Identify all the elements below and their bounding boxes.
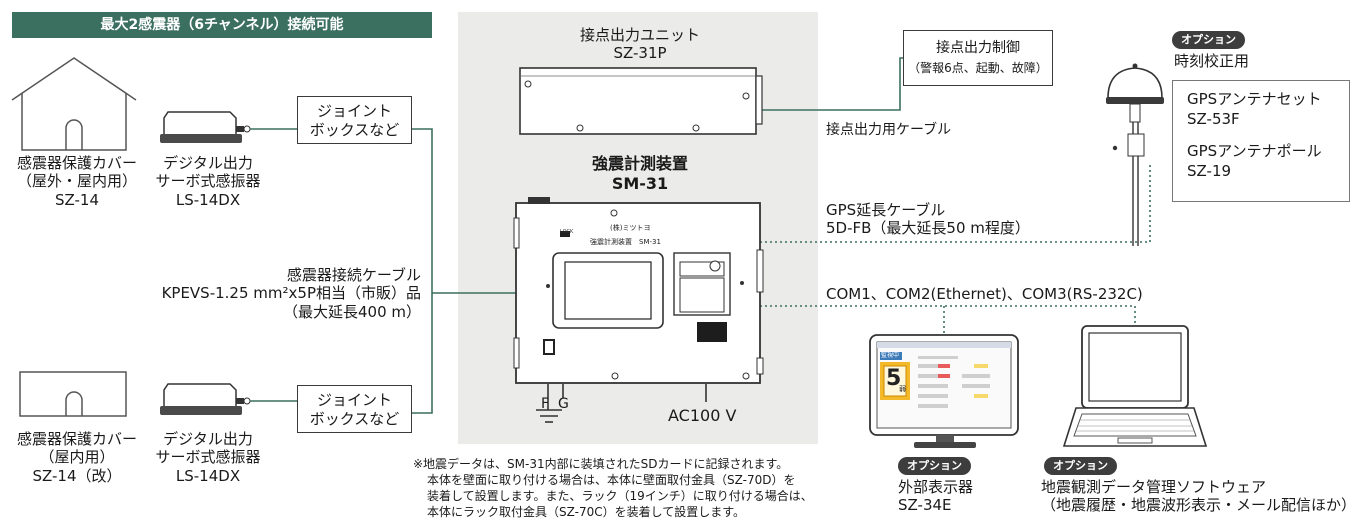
protective-cover-outdoor-label: 感震器保護カバー （屋外・屋内用） SZ-14	[16, 154, 137, 209]
gps-items-box: GPSアンテナセット SZ-53F GPSアンテナポール SZ-19	[1172, 80, 1350, 202]
external-display-icon	[869, 334, 1019, 448]
junction-box-top: ジョイント ボックスなど	[297, 96, 412, 144]
servo-sensor-icon	[160, 383, 251, 415]
software-option-label: 地震観測データ管理ソフトウェア （地震履歴・地震波形表示・メール配信ほか）	[1041, 478, 1357, 515]
ground-f-label: F	[541, 396, 550, 412]
seismograph-main-unit-icon	[513, 197, 764, 384]
sensor-cable-label: 感震器接続ケーブル KPEVS-1.25 mm²x5P相当（市販）品 （最大延長…	[161, 266, 421, 321]
main-unit-brand: (株)ミツトヨ	[610, 224, 651, 232]
sd-card-note: ※地震データは、SM-31内部に装填されたSDカードに記録されます。 本体を壁面…	[413, 457, 813, 519]
display-intensity-suffix: 弱	[899, 385, 906, 393]
contact-output-unit-icon	[519, 67, 763, 135]
servo-sensor-icon	[160, 111, 251, 143]
laptop-icon	[1062, 325, 1208, 447]
gps-option-badge: オプション	[1172, 31, 1245, 49]
power-label: AC100 V	[668, 406, 737, 425]
junction-box-bottom: ジョイント ボックスなど	[297, 385, 412, 433]
gps-cable-label: GPS延長ケーブル 5D-FB（最大延長50 m程度）	[826, 201, 1030, 238]
contact-control-box: 接点出力制御 （警報6点、起動、故障）	[903, 30, 1053, 86]
gps-antenna-icon	[1106, 63, 1164, 246]
gps-purpose-label: 時刻校正用	[1174, 52, 1250, 70]
display-intensity: 5	[886, 366, 902, 391]
sensor-top-label: デジタル出力 サーボ式感振器 LS-14DX	[155, 154, 261, 209]
software-option-badge: オプション	[1044, 457, 1117, 475]
ground-g-label: G	[558, 396, 569, 412]
display-option-badge: オプション	[898, 457, 971, 475]
contact-cable-label: 接点出力用ケーブル	[826, 122, 952, 138]
display-option-label: 外部表示器 SZ-34E	[898, 478, 974, 515]
protective-cover-indoor-label: 感震器保護カバー （屋内用） SZ-14（改）	[16, 430, 137, 485]
channel-banner: 最大2感震器（6チャンネル）接続可能	[12, 12, 432, 38]
main-unit-panel-label: 強震計測装置 SM-31	[590, 238, 661, 246]
com-ports-label: COM1、COM2(Ethernet)、COM3(RS-232C)	[826, 285, 1143, 303]
protective-cover-indoor-icon	[19, 371, 127, 417]
contact-output-unit-label: 接点出力ユニット SZ-31P	[579, 26, 700, 63]
main-unit-switch-label: LOCK	[560, 229, 574, 235]
sensor-cable-wires	[250, 57, 903, 414]
sensor-bottom-label: デジタル出力 サーボ式感振器 LS-14DX	[155, 430, 261, 485]
ground-icon	[536, 384, 564, 423]
gps-and-com-cables	[760, 165, 1151, 333]
protective-cover-outdoor-icon	[11, 57, 137, 151]
display-status: 監視中	[881, 352, 900, 359]
main-unit-label: 強震計測装置 SM-31	[591, 154, 688, 193]
